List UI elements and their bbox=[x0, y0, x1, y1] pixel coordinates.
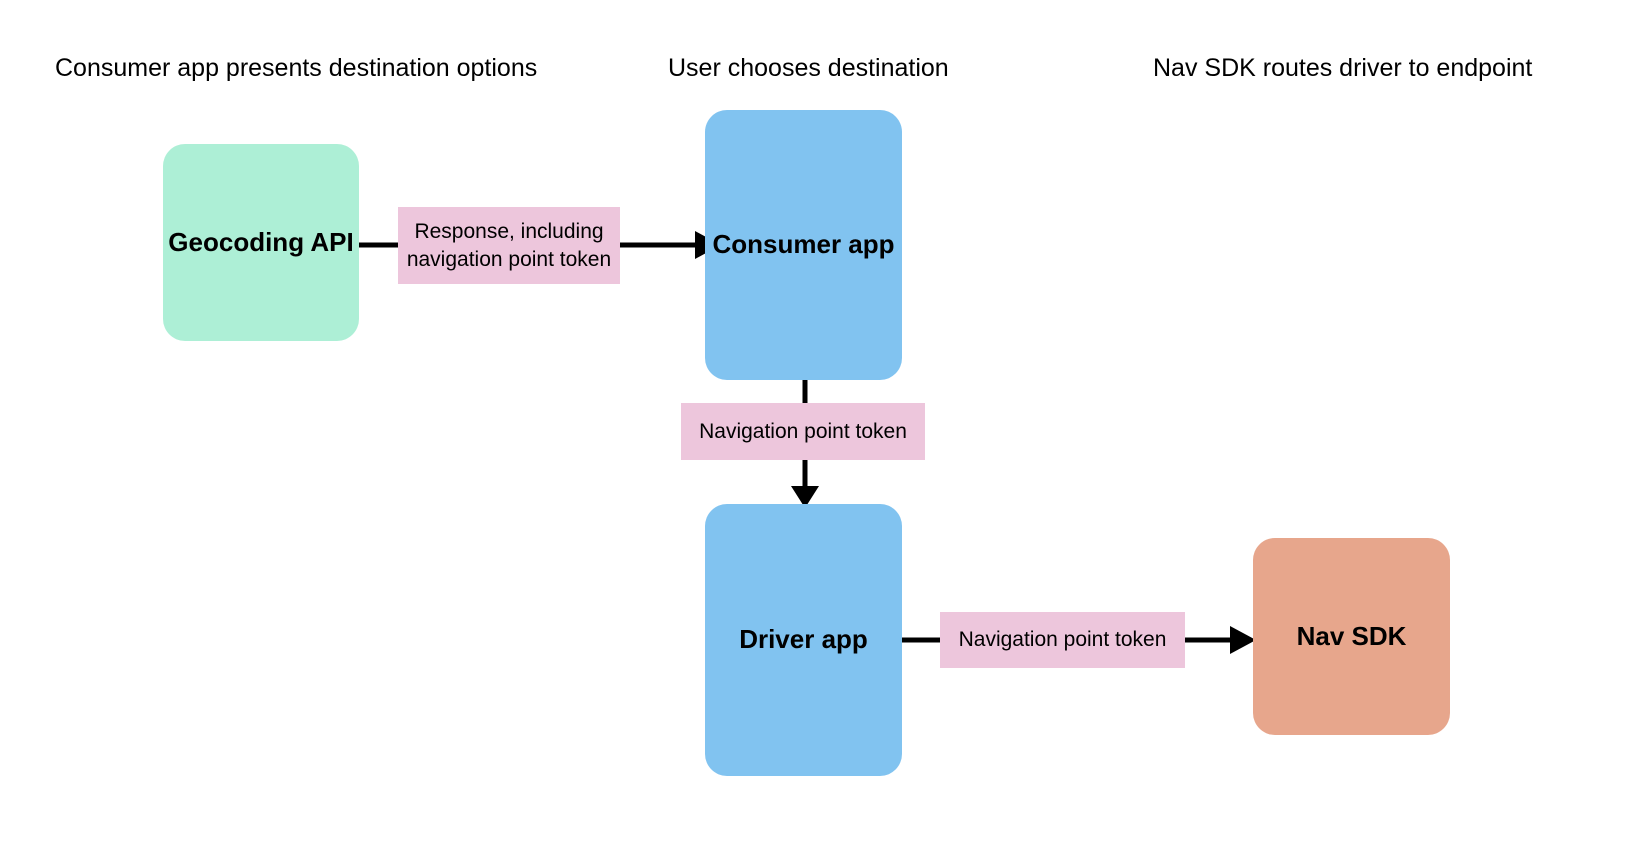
column-header-user-chooses: User chooses destination bbox=[668, 54, 949, 82]
node-consumer-app[interactable]: Consumer app bbox=[705, 110, 902, 380]
edge-label-consumer-to-driver: Navigation point token bbox=[681, 403, 925, 460]
node-nav-sdk[interactable]: Nav SDK bbox=[1253, 538, 1450, 735]
edge-label-driver-to-navsdk: Navigation point token bbox=[940, 612, 1185, 668]
edge-label-driver-to-navsdk-text: Navigation point token bbox=[958, 628, 1167, 652]
node-consumer-app-label: Consumer app bbox=[712, 229, 895, 260]
node-nav-sdk-label: Nav SDK bbox=[1296, 620, 1407, 651]
node-driver-app[interactable]: Driver app bbox=[705, 504, 902, 776]
column-header-consumer-options: Consumer app presents destination option… bbox=[55, 54, 538, 82]
edge-label-consumer-to-driver-text: Navigation point token bbox=[699, 419, 907, 443]
node-geocoding-api[interactable]: Geocoding API bbox=[163, 144, 359, 341]
edge-label-geocoding-to-consumer-text: Response, including navigation point tok… bbox=[406, 219, 612, 271]
node-geocoding-api-label: Geocoding API bbox=[168, 226, 354, 257]
column-header-nav-sdk-routes: Nav SDK routes driver to endpoint bbox=[1153, 54, 1533, 82]
edge-label-geocoding-to-consumer: Response, including navigation point tok… bbox=[398, 207, 620, 284]
node-driver-app-label: Driver app bbox=[739, 624, 868, 655]
